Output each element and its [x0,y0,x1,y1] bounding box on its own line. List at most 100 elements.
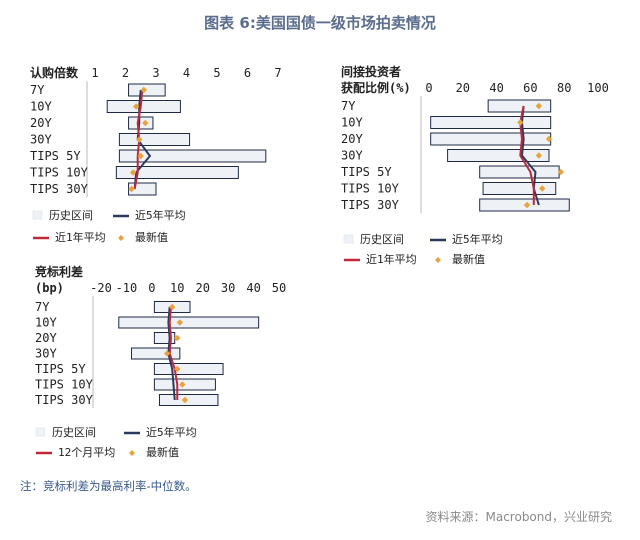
category-label: 10Y [341,116,363,130]
x-tick-label: 0 [425,81,432,95]
category-label: 20Y [30,116,52,130]
range-bar [487,99,552,113]
x-tick-label: 50 [272,281,286,295]
category-label: 10Y [35,316,57,330]
category-label: TIPS 10Y [35,378,94,392]
legend-avg5y-label: 近5年平均 [452,232,503,246]
x-tick-label: 20 [456,81,470,95]
latest-marker [136,136,143,143]
legend-range-swatch [35,427,46,437]
x-tick-label: -20 [90,281,112,295]
x-tick-label: 100 [587,81,609,95]
category-label: TIPS 30Y [30,182,89,196]
category-label: TIPS 10Y [341,182,400,196]
category-label: 30Y [30,133,52,147]
source-note: 资料来源：Macrobond，兴业研究 [425,510,613,524]
legend-avg5y-label: 近5年平均 [146,425,197,439]
category-label: TIPS 10Y [30,166,89,180]
range-bar [106,100,181,113]
category-label: 30Y [35,347,57,361]
legend-avg5y-label: 近5年平均 [135,208,186,222]
chart-title: (bp) [35,281,64,295]
category-label: TIPS 5Y [341,165,392,179]
range-bar [158,394,219,406]
x-tick-label: -10 [116,281,138,295]
legend-latest-swatch [118,235,124,241]
range-bar [118,316,260,329]
legend-avg1y-label: 12个月平均 [58,446,115,459]
x-tick-label: 3 [152,66,159,80]
latest-marker [174,365,181,373]
legend-latest-label: 最新值 [135,230,168,244]
x-tick-label: 10 [170,281,184,295]
range-bar [482,182,557,195]
x-tick-label: 2 [122,66,129,80]
latest-marker [128,185,135,193]
chart-title: 认购倍数 [30,65,79,80]
legend-latest-swatch [435,257,441,263]
legend-avg1y-label: 近1年平均 [366,252,417,266]
category-label: 30Y [341,149,363,163]
category-label: 7Y [35,300,50,314]
latest-marker [557,168,565,176]
legend-range-swatch [343,234,354,244]
category-label: TIPS 5Y [30,149,81,163]
category-label: 7Y [30,83,45,97]
latest-marker [132,103,140,110]
latest-marker [517,119,524,126]
legend-range-label: 历史区间 [49,209,93,222]
category-label: TIPS 30Y [341,198,400,212]
range-bar [128,116,154,130]
chart-title: 竞标利差 [35,264,83,279]
latest-marker [137,152,144,160]
x-tick-label: 5 [213,66,220,80]
latest-marker [169,303,176,311]
legend-latest-swatch [129,450,135,456]
x-tick-label: 4 [183,66,190,80]
x-tick-label: 40 [489,81,503,95]
range-bar [447,149,550,162]
x-tick-label: 80 [557,81,571,95]
range-bar [153,363,224,375]
range-bar [115,166,239,179]
range-bar [430,116,552,129]
latest-marker [174,334,181,342]
category-label: TIPS 30Y [35,393,94,407]
latest-marker [535,102,543,110]
range-bar [479,165,560,179]
page-title: 图表 6:美国国债一级市场拍卖情况 [204,14,436,32]
category-label: 7Y [341,99,356,113]
category-label: TIPS 5Y [35,362,86,376]
category-label: 20Y [35,331,57,345]
latest-marker [163,350,171,357]
latest-marker [142,119,149,127]
x-tick-label: 0 [148,281,155,295]
latest-marker [535,152,543,159]
range-bar [430,132,552,146]
range-bar [118,149,267,163]
legend-latest-label: 最新值 [452,252,485,266]
legend-range-label: 历史区间 [360,233,404,246]
footnote: 注：竞标利差为最高利率-中位数。 [20,479,197,493]
x-tick-label: 7 [274,66,281,80]
latest-marker [539,185,546,192]
latest-marker [545,135,553,143]
x-tick-label: 30 [221,281,235,295]
range-bar [131,347,181,360]
latest-marker [129,169,137,176]
chart-title: 间接投资者 [341,64,401,79]
x-tick-label: 1 [91,66,98,80]
range-bar [118,133,191,146]
chart-title: 获配比例(%) [340,80,411,95]
legend-range-swatch [32,210,43,220]
legend-latest-label: 最新值 [146,445,179,459]
latest-marker [181,396,189,404]
legend-range-label: 历史区间 [52,426,96,439]
legend-avg1y-label: 近1年平均 [55,230,106,244]
category-label: 20Y [341,132,363,146]
latest-marker [176,319,184,326]
